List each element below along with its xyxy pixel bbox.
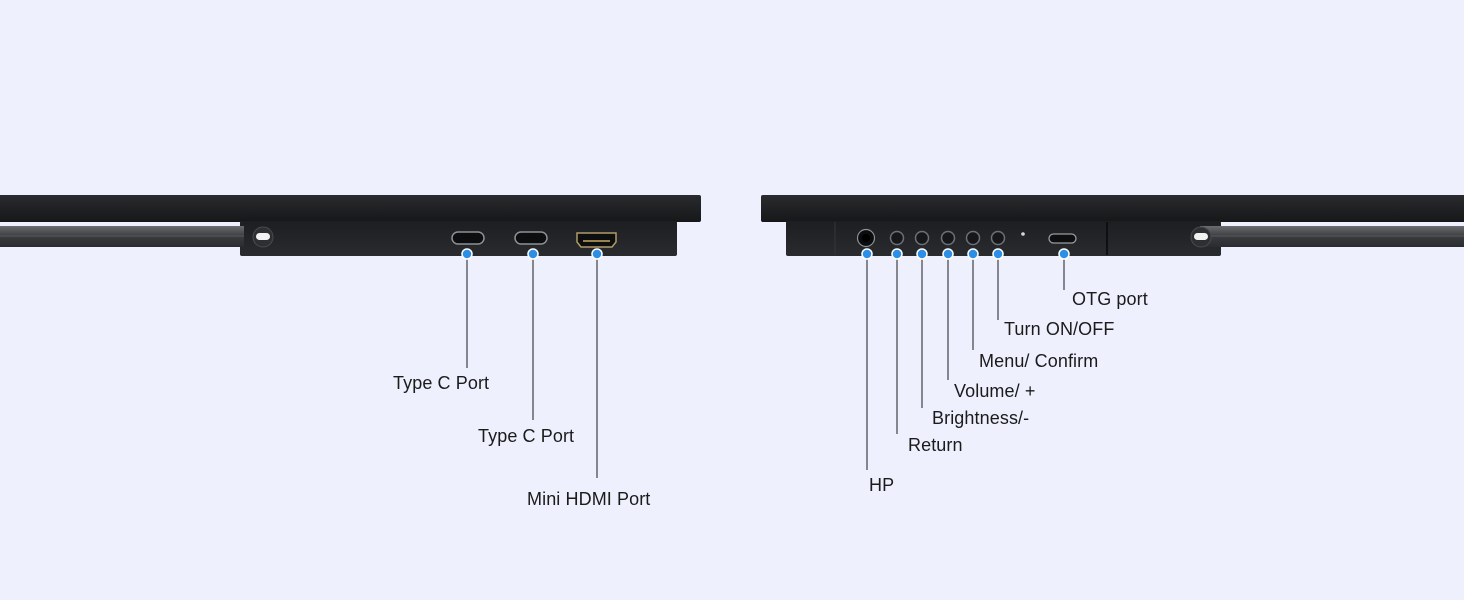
- label-otg-port: OTG port: [1072, 289, 1148, 309]
- callout-dot: [891, 248, 903, 260]
- round-button-icon: [914, 230, 930, 246]
- callout-dot: [916, 248, 928, 260]
- left-device-bezel: [0, 195, 701, 222]
- label-menu-confirm: Menu/ Confirm: [979, 351, 1099, 371]
- right-device-bezel: [761, 195, 1464, 222]
- callout-dot: [527, 248, 539, 260]
- left-stand-bar: [0, 226, 244, 247]
- callout-dots: [461, 248, 1070, 260]
- callout-dot: [1058, 248, 1070, 260]
- label-hp: HP: [869, 475, 895, 495]
- callout-dot: [861, 248, 873, 260]
- callout-dot: [967, 248, 979, 260]
- label-type-c-port-2: Type C Port: [478, 426, 575, 446]
- usb-c-icon: [1048, 233, 1077, 244]
- round-button-icon: [990, 230, 1006, 246]
- left-hinge-hole: [256, 233, 270, 240]
- label-turn-on-off: Turn ON/OFF: [1004, 319, 1115, 339]
- round-button-icon: [889, 230, 905, 246]
- callout-dot: [942, 248, 954, 260]
- right-hinge-hole: [1194, 233, 1208, 240]
- usb-c-icon: [514, 231, 548, 245]
- round-button-icon: [965, 230, 981, 246]
- right-stand-bar: [1200, 226, 1464, 247]
- left-device: [0, 195, 701, 256]
- callout-dot: [992, 248, 1004, 260]
- label-brightness: Brightness/-: [932, 408, 1030, 428]
- label-type-c-port-1: Type C Port: [393, 373, 490, 393]
- callout-dot: [461, 248, 473, 260]
- callouts: [466, 254, 1065, 478]
- round-button-icon: [940, 230, 956, 246]
- label-mini-hdmi-port: Mini HDMI Port: [527, 489, 651, 509]
- mini-hdmi-icon: [576, 232, 617, 248]
- right-device: [761, 195, 1464, 256]
- callout-dot: [591, 248, 603, 260]
- label-volume: Volume/ +: [954, 381, 1036, 401]
- usb-c-icon: [451, 231, 485, 245]
- indicator-led-icon: [1021, 232, 1025, 236]
- label-return: Return: [908, 435, 963, 455]
